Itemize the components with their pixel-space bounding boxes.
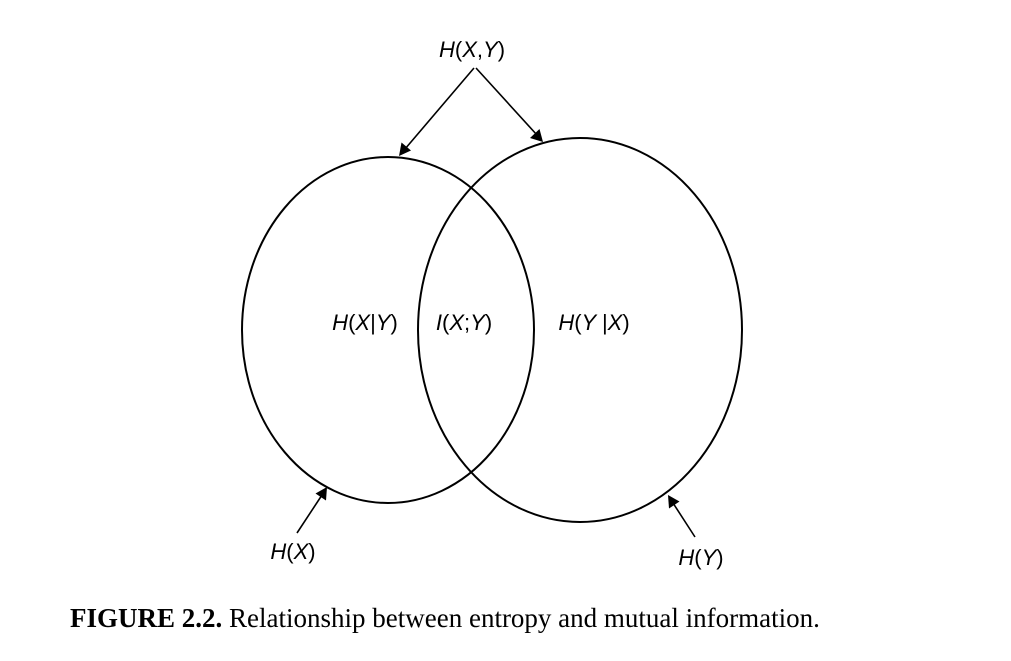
label-entropy-y: H(Y): [678, 545, 723, 570]
caption-text: Relationship between entropy and mutual …: [229, 603, 820, 633]
figure-caption: FIGURE 2.2. Relationship between entropy…: [70, 603, 970, 634]
label-mutual-info: I(X;Y): [436, 310, 492, 335]
circle-h-y: [417, 137, 743, 523]
figure-number: FIGURE 2.2.: [70, 603, 223, 633]
arrow-hy-to-circle: [668, 495, 696, 538]
label-joint-entropy: H(X,Y): [439, 37, 505, 62]
arrow-hx-to-circle: [296, 487, 327, 534]
arrow-joint-to-left: [399, 67, 475, 156]
label-entropy-x: H(X): [270, 539, 315, 564]
label-cond-y-given-x: H(Y |X): [558, 310, 629, 335]
label-cond-x-given-y: H(X|Y): [332, 310, 398, 335]
arrow-joint-to-right: [475, 67, 543, 142]
circle-h-x: [241, 156, 535, 504]
